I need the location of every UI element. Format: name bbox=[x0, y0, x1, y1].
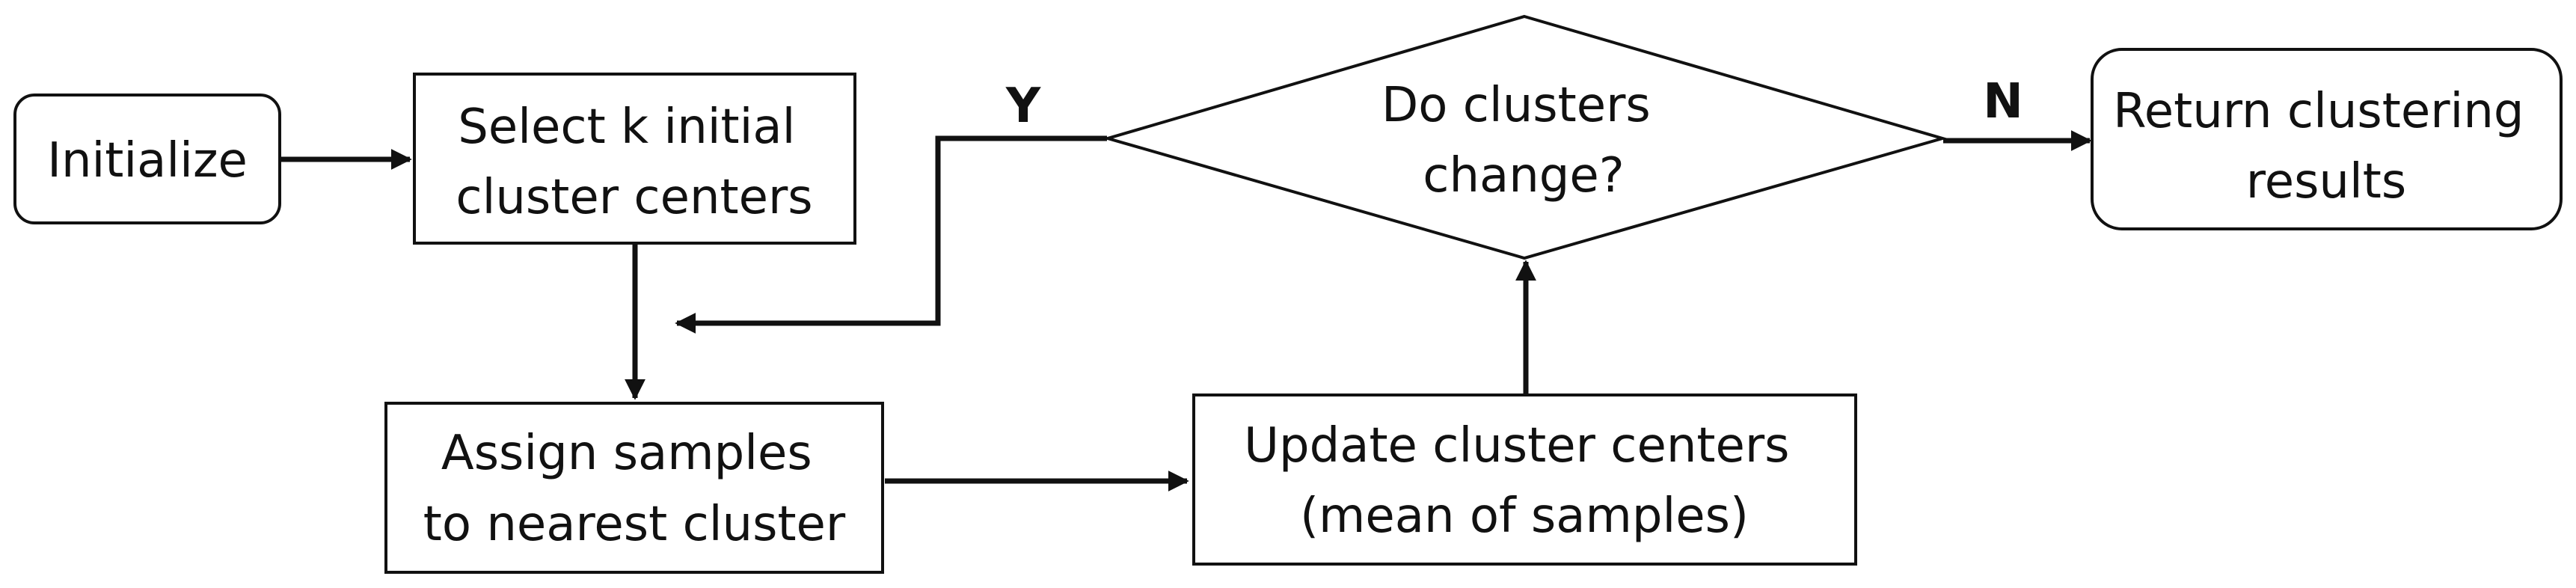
node-assign-samples: Assign samples to nearest cluster bbox=[384, 402, 884, 574]
return-results-box bbox=[2091, 48, 2563, 230]
decision-label-line-2: change? bbox=[1423, 148, 1625, 203]
node-decision: Do clusters change? bbox=[1102, 14, 1948, 260]
initialize-box bbox=[13, 94, 281, 224]
svg-text:Initialize: Initialize bbox=[47, 133, 248, 189]
assign-samples-label-line-2: to nearest cluster bbox=[423, 497, 846, 552]
edges bbox=[280, 130, 2092, 491]
node-select-centers: Select k initial cluster centers bbox=[413, 73, 856, 245]
assign-samples-label-line-1: Assign samples bbox=[441, 426, 812, 481]
select-centers-label-line-1: Select k initial bbox=[458, 99, 795, 155]
svg-text:Select k initial cluster: Select k initial cluster centers bbox=[456, 99, 812, 225]
decision-label-line-1: Do clusters bbox=[1381, 78, 1651, 133]
update-centers-label-line-1: Update cluster centers bbox=[1244, 418, 1789, 474]
initialize-label: Initialize bbox=[47, 133, 248, 189]
node-return-results: Return clustering results bbox=[2091, 48, 2563, 230]
update-centers-label-line-2: (mean of samples) bbox=[1300, 489, 1749, 544]
return-results-label-line-2: results bbox=[2246, 154, 2406, 209]
svg-text:Return clustering result: Return clustering results bbox=[2113, 84, 2539, 209]
svg-text:Assign samples to neares: Assign samples to nearest cluster bbox=[423, 426, 846, 552]
select-centers-label-line-2: cluster centers bbox=[456, 170, 812, 225]
svg-text:Update cluster centers (: Update cluster centers (mean of samples) bbox=[1244, 418, 1805, 544]
select-centers-box bbox=[413, 73, 856, 245]
node-initialize: Initialize bbox=[13, 94, 281, 224]
no-branch-label: N bbox=[1983, 74, 2023, 129]
update-centers-box bbox=[1192, 393, 1857, 566]
decision-diamond bbox=[1102, 14, 1948, 260]
yes-branch-label: Y bbox=[1005, 79, 1041, 134]
svg-text:Do clusters change?: Do clusters change? bbox=[1381, 78, 1666, 203]
assign-samples-box bbox=[384, 402, 884, 574]
node-update-centers: Update cluster centers (mean of samples) bbox=[1192, 393, 1857, 566]
return-results-label-line-1: Return clustering bbox=[2113, 84, 2524, 139]
edge-decision-yes-loop bbox=[675, 135, 1107, 334]
